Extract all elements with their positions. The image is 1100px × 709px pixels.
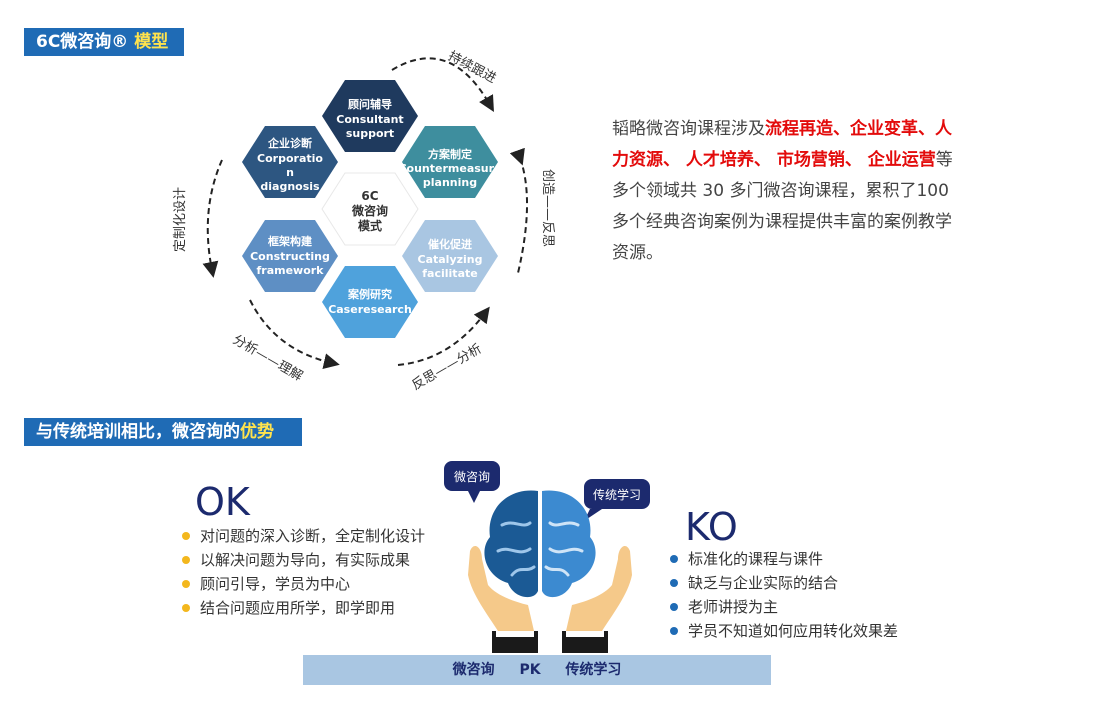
ko-item: 老师讲授为主: [668, 595, 898, 619]
desc-part-1: 韬略微咨询课程涉及: [612, 119, 765, 139]
svg-text:Caseresearch: Caseresearch: [328, 303, 412, 316]
cycle-label-left: 定制化设计: [173, 187, 188, 252]
ko-title: KO: [685, 505, 738, 549]
cycle-label-top: 持续跟进: [445, 49, 498, 87]
desc-highlight-fields: 流程再造、企业变革、人力资源、 人才培养、 市场营销、 企业运营: [612, 119, 952, 170]
ok-item: 结合问题应用所学，即学即用: [180, 596, 425, 620]
ko-item: 学员不知道如何应用转化效果差: [668, 619, 898, 643]
svg-text:6C: 6C: [361, 189, 378, 203]
ok-item: 以解决问题为导向，有实际成果: [180, 548, 425, 572]
cycle-arrow-right: [509, 147, 529, 274]
6c-model-diagram: 持续跟进 创造——反思 反思——分析 分析——理解 定制化设计 顾问辅导 Con…: [173, 49, 555, 394]
ok-item: 顾问引导，学员为中心: [180, 572, 425, 596]
svg-text:Corporatio: Corporatio: [257, 152, 323, 165]
desc-part-2: 等多个领域共 30 多门微咨询课程，累积了100多个经典咨询案例为课程提供丰富的…: [612, 150, 953, 263]
svg-text:framework: framework: [256, 264, 324, 277]
ok-title: OK: [195, 480, 250, 524]
svg-text:Constructing: Constructing: [250, 250, 330, 263]
advantage-section-header: 与传统培训相比，微咨询的优势: [24, 418, 302, 446]
svg-text:微咨询: 微咨询: [454, 469, 490, 484]
speech-bubble-right: 传统学习: [584, 479, 650, 521]
hex-center-6c: 6C 微咨询 模式: [321, 172, 419, 246]
model-section-header: 6C微咨询® 模型: [24, 28, 184, 56]
speech-bubble-left: 微咨询: [444, 461, 500, 503]
ko-item: 标准化的课程与课件: [668, 547, 898, 571]
cycle-arrow-bottom-left: [249, 299, 340, 370]
svg-text:方案制定: 方案制定: [428, 147, 472, 161]
svg-text:support: support: [346, 127, 394, 140]
ko-item: 缺乏与企业实际的结合: [668, 571, 898, 595]
model-header-text: 6C微咨询®: [36, 32, 135, 52]
svg-text:传统学习: 传统学习: [593, 487, 641, 502]
hex-catalyzing-facilitate: 催化促进 Catalyzing facilitate: [402, 220, 498, 292]
svg-text:diagnosis: diagnosis: [260, 180, 320, 193]
cycle-arrow-bottom-right: [397, 306, 490, 366]
model-description: 韬略微咨询课程涉及流程再造、企业变革、人力资源、 人才培养、 市场营销、 企业运…: [612, 114, 962, 269]
svg-text:模式: 模式: [358, 218, 382, 233]
hex-consultant-support: 顾问辅导 Consultant support: [322, 80, 418, 152]
svg-text:企业诊断: 企业诊断: [267, 136, 312, 150]
brain-icon: [484, 490, 596, 598]
cycle-label-right: 创造——反思: [540, 169, 555, 247]
hex-countermeasure-planning: 方案制定 Countermeasure planning: [398, 126, 502, 198]
svg-text:Consultant: Consultant: [336, 113, 403, 126]
cycle-arrow-left: [202, 159, 223, 278]
ko-list: 标准化的课程与课件 缺乏与企业实际的结合 老师讲授为主 学员不知道如何应用转化效…: [668, 547, 898, 643]
pk-left-label: 微咨询: [452, 662, 495, 678]
svg-text:顾问辅导: 顾问辅导: [348, 97, 392, 111]
advantage-header-text: 与传统培训相比，微咨询的: [36, 422, 240, 442]
pk-mid-label: PK: [519, 662, 541, 678]
hex-caseresearch: 案例研究 Caseresearch: [322, 266, 418, 338]
model-header-highlight: 模型: [134, 32, 169, 52]
hex-constructing-framework: 框架构建 Constructing framework: [242, 220, 338, 292]
svg-text:planning: planning: [423, 176, 477, 189]
svg-text:微咨询: 微咨询: [351, 203, 388, 218]
svg-text:案例研究: 案例研究: [347, 287, 392, 301]
hands-icon: [468, 545, 632, 653]
brain-hands-illustration: 微咨询 传统学习: [444, 461, 650, 653]
cycle-arrow-top: [391, 57, 494, 112]
svg-text:Countermeasure: Countermeasure: [398, 162, 501, 175]
svg-text:n: n: [286, 166, 294, 179]
hex-corporation-diagnosis: 企业诊断 Corporatio n diagnosis: [242, 126, 338, 198]
svg-text:框架构建: 框架构建: [268, 234, 313, 248]
pk-right-label: 传统学习: [565, 662, 622, 678]
svg-text:Catalyzing: Catalyzing: [418, 253, 483, 266]
ok-list: 对问题的深入诊断，全定制化设计 以解决问题为导向，有实际成果 顾问引导，学员为中…: [180, 524, 425, 620]
cycle-label-bottom-left: 分析——理解: [230, 332, 305, 384]
svg-text:facilitate: facilitate: [422, 267, 477, 280]
svg-text:催化促进: 催化促进: [428, 237, 472, 251]
advantage-header-highlight: 优势: [240, 422, 274, 442]
ok-item: 对问题的深入诊断，全定制化设计: [180, 524, 425, 548]
pk-comparison-bar: 微咨询 PK 传统学习: [303, 655, 771, 685]
